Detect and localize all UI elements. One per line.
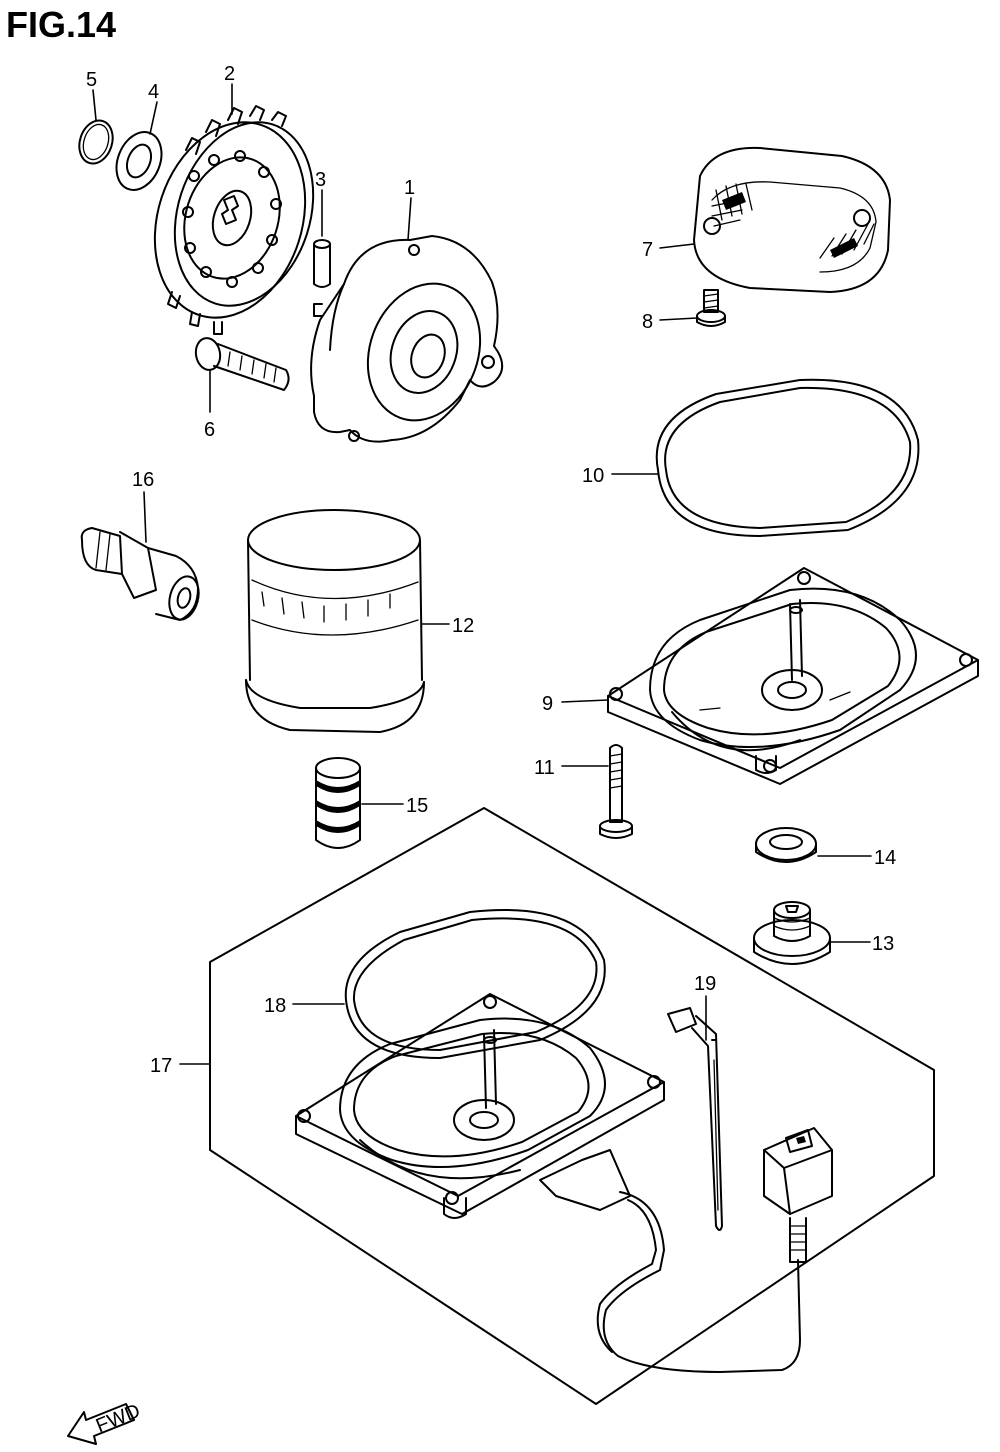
part-15-filter-plug[interactable]	[315, 757, 361, 849]
callout-3: 3	[315, 169, 326, 191]
part-13-drain-plug[interactable]	[753, 901, 831, 965]
callout-19: 19	[694, 973, 716, 995]
callout-14: 14	[874, 847, 896, 869]
part-9-oil-pan[interactable]	[607, 567, 979, 785]
callout-9: 9	[542, 693, 553, 715]
callout-15: 15	[406, 795, 428, 817]
callout-2: 2	[224, 63, 235, 85]
callout-6: 6	[204, 419, 215, 441]
part-12-oil-filter[interactable]	[245, 509, 425, 733]
fwd-label: FWD	[93, 1400, 143, 1437]
callout-4: 4	[148, 81, 159, 103]
part-10-o-ring[interactable]	[655, 378, 920, 537]
part-18-o-ring[interactable]	[344, 909, 606, 1059]
callout-10: 10	[582, 465, 604, 487]
part-5-snap-ring[interactable]	[74, 116, 118, 168]
kit-17-oil-pan[interactable]	[295, 993, 833, 1373]
part-4-washer[interactable]	[108, 125, 169, 196]
callout-8: 8	[642, 311, 653, 333]
callout-5: 5	[86, 69, 97, 91]
leader-lines	[92, 83, 872, 1065]
callout-1: 1	[404, 177, 415, 199]
callout-12: 12	[452, 615, 474, 637]
callout-labels: 5 4 2 3 1 6 7 8 10 16 12 9 11 15 14 13 1…	[86, 63, 896, 1077]
part-2-gear[interactable]	[131, 103, 336, 338]
part-3-dowel-pin[interactable]	[313, 239, 331, 288]
callout-18: 18	[264, 995, 286, 1017]
callout-13: 13	[872, 933, 894, 955]
part-6-bolt[interactable]	[193, 336, 290, 391]
part-8-bolt[interactable]	[696, 289, 726, 327]
fwd-arrow-icon: FWD	[67, 1400, 143, 1445]
callout-7: 7	[642, 239, 653, 261]
callout-16: 16	[132, 469, 154, 491]
part-1-oil-pump[interactable]	[310, 235, 504, 443]
callout-11: 11	[534, 757, 555, 779]
kit-17-outline	[209, 807, 935, 1405]
part-14-gasket[interactable]	[755, 827, 817, 863]
part-19-sensor-probe[interactable]	[667, 1007, 723, 1231]
callout-17: 17	[150, 1055, 172, 1077]
figure-title: FIG.14	[6, 4, 117, 45]
part-7-oil-strainer[interactable]	[693, 146, 891, 293]
part-11-bolt[interactable]	[599, 744, 633, 839]
part-16-pressure-switch[interactable]	[80, 527, 204, 623]
